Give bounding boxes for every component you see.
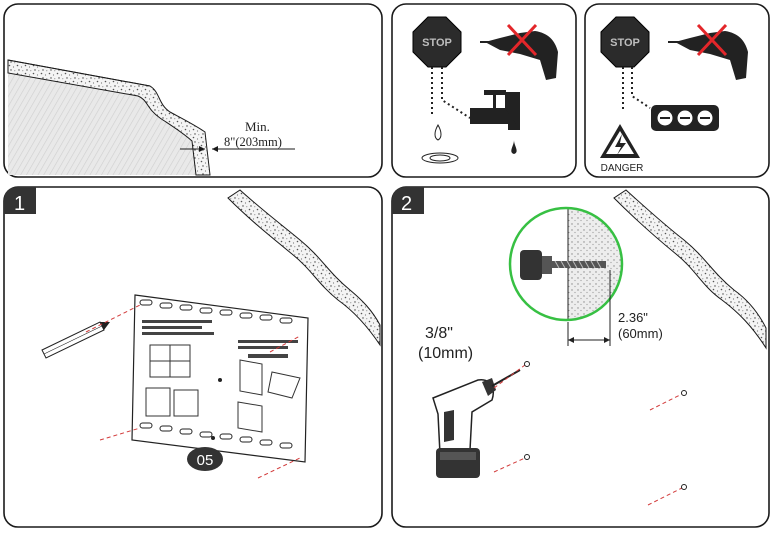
stop-sign-text: STOP — [422, 37, 452, 49]
wall-edge-curve — [227, 189, 381, 347]
wall-edge-textured — [7, 59, 211, 176]
step-2-panel: 2 2.36" (60mm) 3/8" (10mm) — [391, 186, 770, 528]
arrowhead-right-icon — [212, 146, 218, 152]
drill-chuck — [520, 250, 542, 280]
drill-bit — [552, 261, 606, 268]
wall-edge-curve — [613, 189, 767, 350]
step-2-number: 2 — [401, 193, 412, 215]
power-drill-icon — [432, 369, 521, 478]
faucet-icon — [470, 90, 520, 154]
step-1-panel: 1 — [3, 186, 383, 528]
marking-guide-lines — [85, 304, 301, 479]
drill-size-label: 3/8" — [425, 325, 453, 342]
stop-sign-icon: STOP — [600, 16, 650, 68]
high-voltage-warning-icon — [600, 124, 640, 158]
step-1-badge: 1 — [4, 187, 36, 215]
drill-size-metric-label: (10mm) — [418, 345, 473, 362]
step-2-badge: 2 — [392, 187, 424, 215]
drill-prohibited-icon — [480, 23, 558, 80]
wall-section — [8, 60, 210, 175]
clearance-panel: Min. 8"(203mm) — [3, 3, 383, 178]
clearance-distance-label: 8"(203mm) — [224, 135, 282, 149]
power-outlet-icon — [651, 105, 719, 131]
drilling-guide-lines — [493, 364, 683, 506]
warning-panel-electric: STOP DANGER — [584, 3, 770, 178]
depth-dimension — [567, 270, 611, 346]
step-1-number: 1 — [14, 193, 25, 215]
drill-prohibited-icon — [668, 23, 748, 80]
drill-hole-markers — [524, 361, 687, 490]
min-label: Min. — [245, 119, 270, 134]
step-2-frame — [391, 186, 770, 528]
water-drop-icon — [421, 123, 459, 164]
dotted-path-right — [441, 67, 471, 119]
warning-panel-water: STOP — [391, 3, 577, 178]
wall-top-line — [7, 59, 151, 87]
depth-label: 2.36" — [618, 310, 648, 325]
stop-sign-icon: STOP — [412, 16, 462, 68]
zoom-circle — [508, 206, 624, 322]
arrowhead-left-icon — [199, 146, 205, 152]
danger-label: DANGER — [601, 163, 644, 174]
wall-plate-template — [131, 294, 309, 463]
stop-sign-text: STOP — [610, 37, 640, 49]
template-number-tag: 05 — [187, 447, 223, 471]
depth-metric-label: (60mm) — [618, 326, 663, 341]
template-tag-label: 05 — [197, 452, 214, 469]
